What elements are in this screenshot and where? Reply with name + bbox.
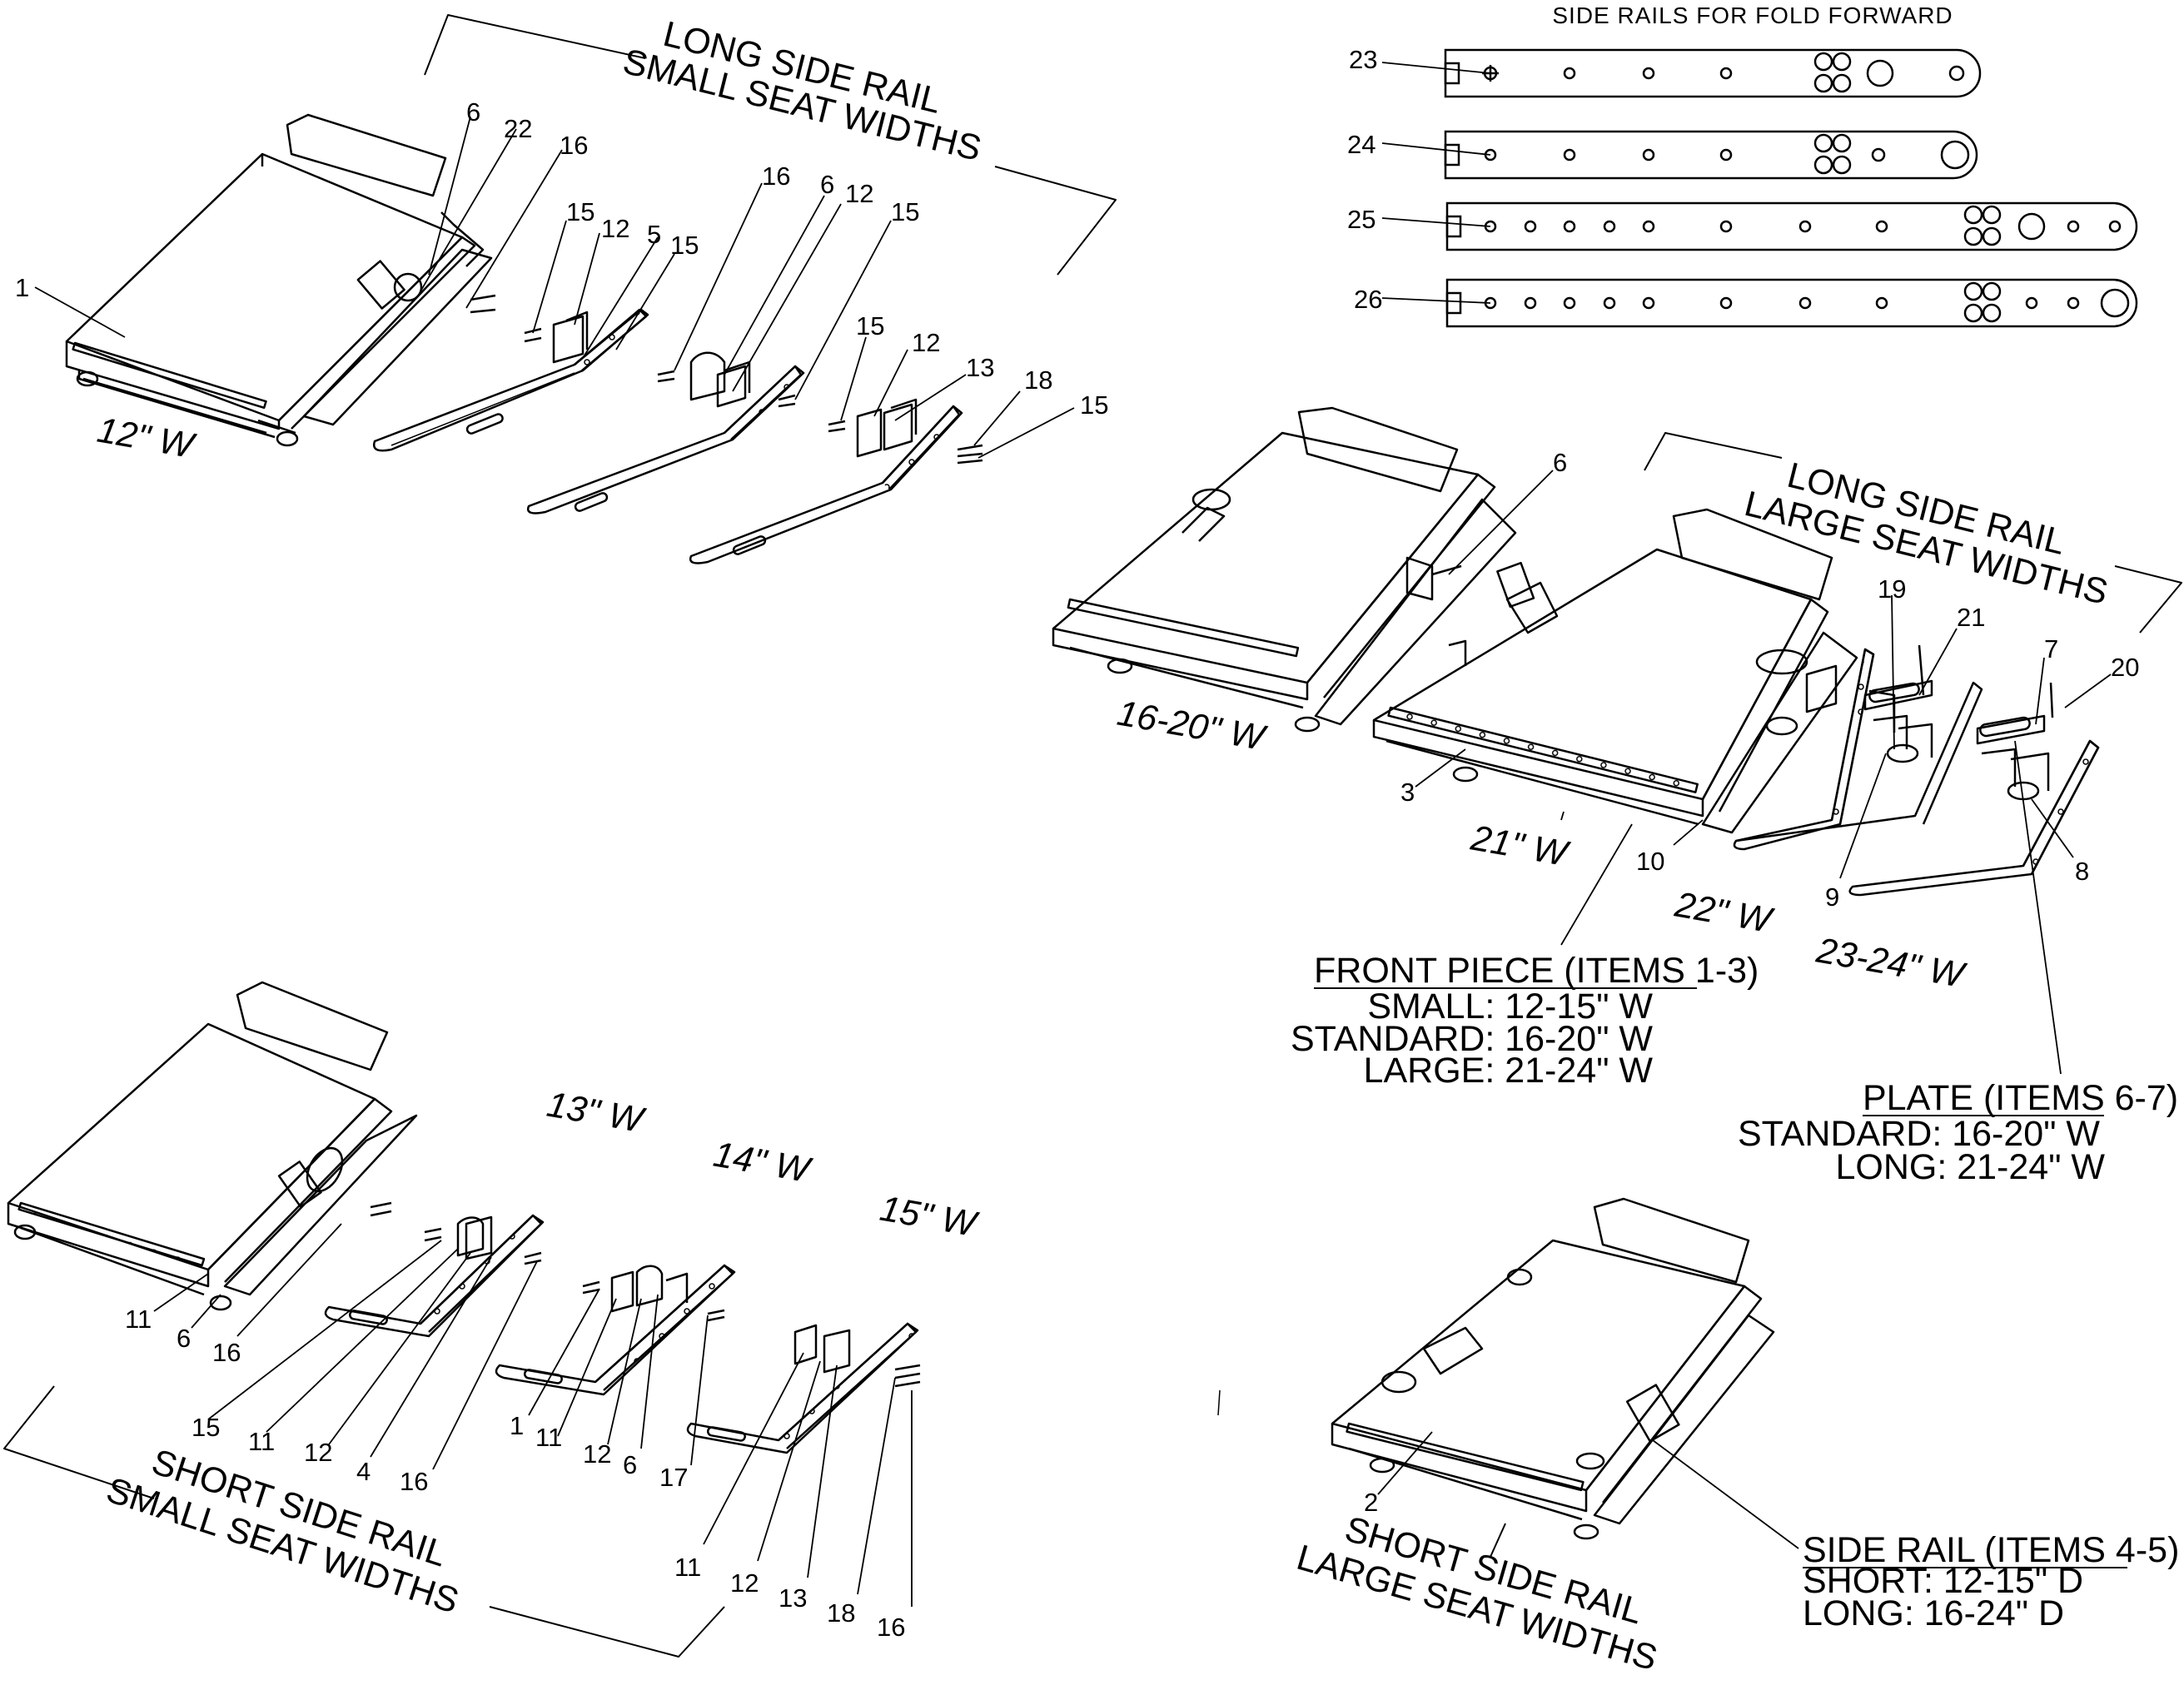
callout-16c: 16 [400,1467,428,1496]
callout-15: 15 [566,197,595,226]
short-small-assembly [3,981,921,1658]
long-large-callouts: 6 19 21 7 20 3 10 9 8 [1400,448,2139,912]
long-large-labels: LONG SIDE RAIL LARGE SEAT WIDTHS 16-20" … [1114,455,2112,997]
front-piece-standard: STANDARD: 16-20" W [1291,1019,1653,1059]
plate-long: LONG: 21-24" W [1835,1147,2105,1187]
plate-standard: STANDARD: 16-20" W [1738,1114,2100,1154]
callout-8: 8 [2075,857,2089,886]
callout-6: 6 [466,97,480,127]
callout-11: 11 [125,1305,152,1334]
width-22: 22" W [1671,884,1777,941]
callout-11d: 11 [674,1553,701,1582]
callout-12-short: 12 [304,1438,332,1467]
callout-15e: 15 [1080,390,1108,420]
side-rail-long: LONG: 16-24" D [1803,1593,2064,1633]
width-23-24: 23-24" W [1813,930,1969,996]
long-small-callouts: 1 6 22 16 15 12 5 15 16 6 12 15 15 12 13… [15,97,1108,420]
callout-15c: 15 [891,197,919,226]
callout-11b: 11 [248,1427,275,1456]
rail-callouts: 23 24 25 26 [1347,45,1382,314]
plate-title: PLATE (ITEMS 6-7) [1863,1078,2178,1118]
diagram-title: SIDE RAILS FOR FOLD FORWARD [1552,2,1953,28]
callout-9: 9 [1825,882,1839,912]
width-14: 14" W [710,1135,815,1191]
callout-7: 7 [2044,634,2058,664]
callout-15b: 15 [670,231,699,260]
width-16-20: 16-20" W [1114,693,1270,759]
callout-25: 25 [1347,205,1376,234]
callout-11c: 11 [535,1423,562,1452]
front-piece-small: SMALL: 12-15" W [1367,987,1653,1026]
callout-12d: 12 [583,1439,611,1469]
long-small-assembly [65,14,1117,564]
callout-1: 1 [15,273,29,302]
callout-10: 10 [1636,847,1664,876]
width-15: 15" W [877,1189,982,1245]
rail-23 [1444,48,1982,98]
callout-12c: 12 [912,328,940,357]
short-large-leaders [1377,1431,1799,1549]
callout-18: 18 [1024,365,1052,395]
callout-6c: 6 [623,1450,637,1479]
callout-16-short: 16 [212,1338,241,1367]
long-large-assembly [1052,406,2182,897]
callout-5: 5 [647,220,661,249]
callout-24: 24 [1347,130,1376,159]
callout-16: 16 [560,131,588,160]
callout-6-large: 6 [1553,448,1567,477]
callout-12: 12 [601,214,629,243]
width-13: 13" W [544,1085,649,1141]
side-rail-title: SIDE RAIL (ITEMS 4-5) [1803,1530,2179,1570]
callout-17: 17 [659,1463,688,1492]
callout-6-short: 6 [177,1324,191,1353]
callout-15-short: 15 [192,1413,220,1442]
short-large-labels: SHORT SIDE RAIL LARGE SEAT WIDTHS [1292,1509,1662,1679]
long-large-leaders [1415,470,2112,879]
front-piece-large: LARGE: 21-24" W [1364,1051,1654,1091]
callout-3: 3 [1400,778,1415,807]
long-small-leaders [34,116,1075,459]
rail-24 [1444,130,1978,180]
rail-26 [1445,278,2138,328]
callout-22: 22 [504,114,532,143]
callout-6b: 6 [820,170,834,199]
side-rail-note: SIDE RAIL (ITEMS 4-5) SHORT: 12-15" D LO… [1803,1530,2179,1633]
front-piece-note: FRONT PIECE (ITEMS 1-3) SMALL: 12-15" W … [1291,811,1759,1091]
callout-18b: 18 [827,1598,855,1628]
fold-forward-rails [1381,48,2138,328]
callout-12b: 12 [845,179,873,208]
callout-2: 2 [1364,1488,1378,1517]
short-large-assembly [1217,1197,1775,1558]
callout-23: 23 [1349,45,1377,74]
width-12: 12" W [94,410,199,467]
callout-20: 20 [2111,653,2139,682]
rail-25 [1445,201,2138,251]
side-rail-short: SHORT: 12-15" D [1803,1561,2083,1601]
callout-21: 21 [1957,603,1985,632]
front-piece-title: FRONT PIECE (ITEMS 1-3) [1314,951,1759,991]
callout-19: 19 [1878,574,1906,604]
callout-1-short: 1 [510,1411,524,1440]
callout-16b: 16 [762,162,790,191]
callout-13b: 13 [779,1583,807,1613]
short-small-callouts: 11 6 16 15 11 12 4 16 1 11 12 6 17 11 12… [125,1305,905,1642]
long-small-labels: LONG SIDE RAIL SMALL SEAT WIDTHS 12" W [94,14,985,467]
callout-13: 13 [966,353,994,382]
short-small-leaders [153,1223,913,1607]
callout-16d: 16 [877,1613,905,1642]
callout-15d: 15 [856,311,884,340]
callout-26: 26 [1354,285,1382,314]
plate-note: PLATE (ITEMS 6-7) STANDARD: 16-20" W LON… [1738,740,2178,1187]
width-21: 21" W [1467,818,1573,874]
callout-4: 4 [356,1457,371,1486]
callout-12e: 12 [730,1568,759,1598]
